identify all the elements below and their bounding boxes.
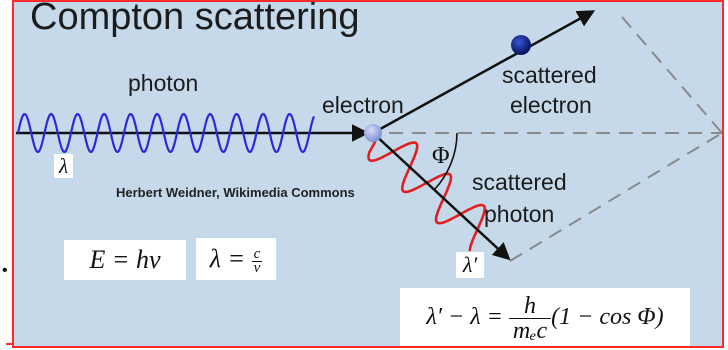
label-scattered-photon-line1: scattered [472, 169, 567, 196]
lambda-label: λ [54, 154, 73, 178]
energy-equation-text: E = hν [90, 245, 161, 274]
label-scattered-photon-line2: photon [484, 201, 554, 228]
wavelength-lhs: λ = [210, 244, 252, 273]
scattered-photon-wave [369, 136, 485, 251]
phi-label: Φ [432, 143, 450, 170]
dashed-parallelogram-top [622, 17, 722, 133]
compton-denominator: mₑc [509, 319, 551, 343]
label-electron: electron [322, 92, 404, 119]
electron-target [364, 124, 382, 142]
compton-lhs: λ′ − λ = [426, 304, 508, 330]
bullet-marker: • [2, 262, 8, 280]
label-photon: photon [128, 70, 198, 97]
dashed-parallelogram-bottom [510, 133, 722, 261]
label-scattered-electron-line1: scattered [502, 62, 597, 89]
label-scattered-electron-line2: electron [510, 92, 592, 119]
diagram-canvas: Compton scattering photon electron scatt… [12, 0, 724, 348]
scattered-electron [511, 35, 531, 55]
diagram-title: Compton scattering [30, 0, 360, 39]
compton-numerator: h [509, 294, 551, 319]
wavelength-denominator: ν [252, 262, 263, 275]
lambda-prime-label: λ′ [456, 252, 484, 278]
image-credit: Herbert Weidner, Wikimedia Commons [116, 185, 355, 200]
compton-rhs: (1 − cos Φ) [551, 304, 663, 330]
energy-equation: E = hν [64, 240, 186, 280]
